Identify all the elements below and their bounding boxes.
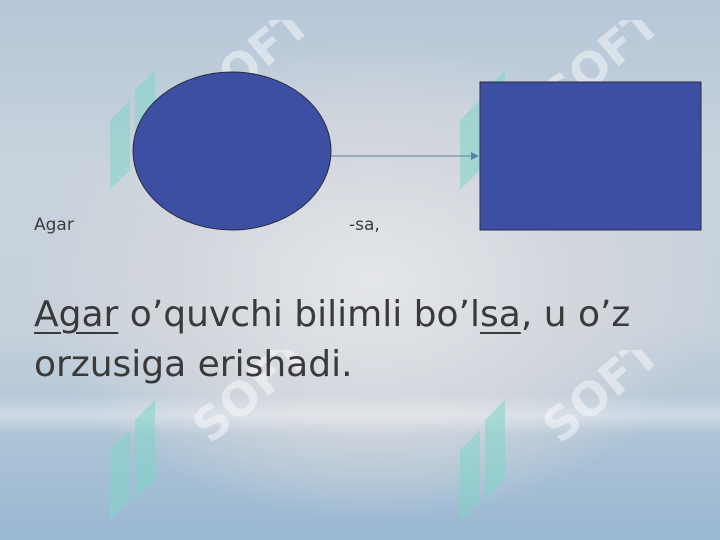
suffix-label: -sa, bbox=[349, 215, 380, 235]
prefix-label: Agar bbox=[34, 215, 74, 235]
light-band bbox=[0, 395, 720, 435]
sentence-word-agar: Agar bbox=[34, 294, 119, 335]
sentence-end: , u o’z orzusiga erishadi. bbox=[34, 294, 631, 385]
sentence-middle: o’quvchi bilimli bo’l bbox=[118, 294, 480, 335]
sentence-suffix-sa: sa bbox=[479, 294, 521, 335]
result-rectangle bbox=[479, 81, 702, 231]
example-sentence: Agar o’quvchi bilimli bo’lsa, u o’z orzu… bbox=[34, 290, 714, 390]
condition-oval bbox=[132, 71, 332, 231]
